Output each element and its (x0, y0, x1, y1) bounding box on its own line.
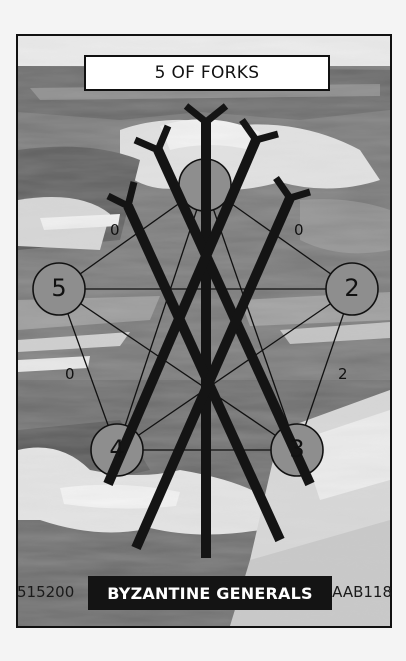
card-title: 5 OF FORKS (84, 55, 330, 91)
edge-weight-right-bottom-right: 2 (338, 365, 348, 383)
edge-weight-top-left: 0 (110, 221, 120, 239)
card-code-left: 515200 (17, 583, 74, 601)
edge-weight-left-bottom-left: 0 (65, 365, 75, 383)
node-label-right: 2 (337, 274, 367, 302)
node-label-left: 5 (44, 274, 74, 302)
node-label-bottom-left: 4 (102, 435, 132, 463)
edge-weight-top-right: 0 (294, 221, 304, 239)
card-code-right: 7AAB118 (323, 583, 392, 601)
node-label-bottom-right: 3 (282, 435, 312, 463)
card-subtitle-banner: BYZANTINE GENERALS (88, 576, 332, 610)
